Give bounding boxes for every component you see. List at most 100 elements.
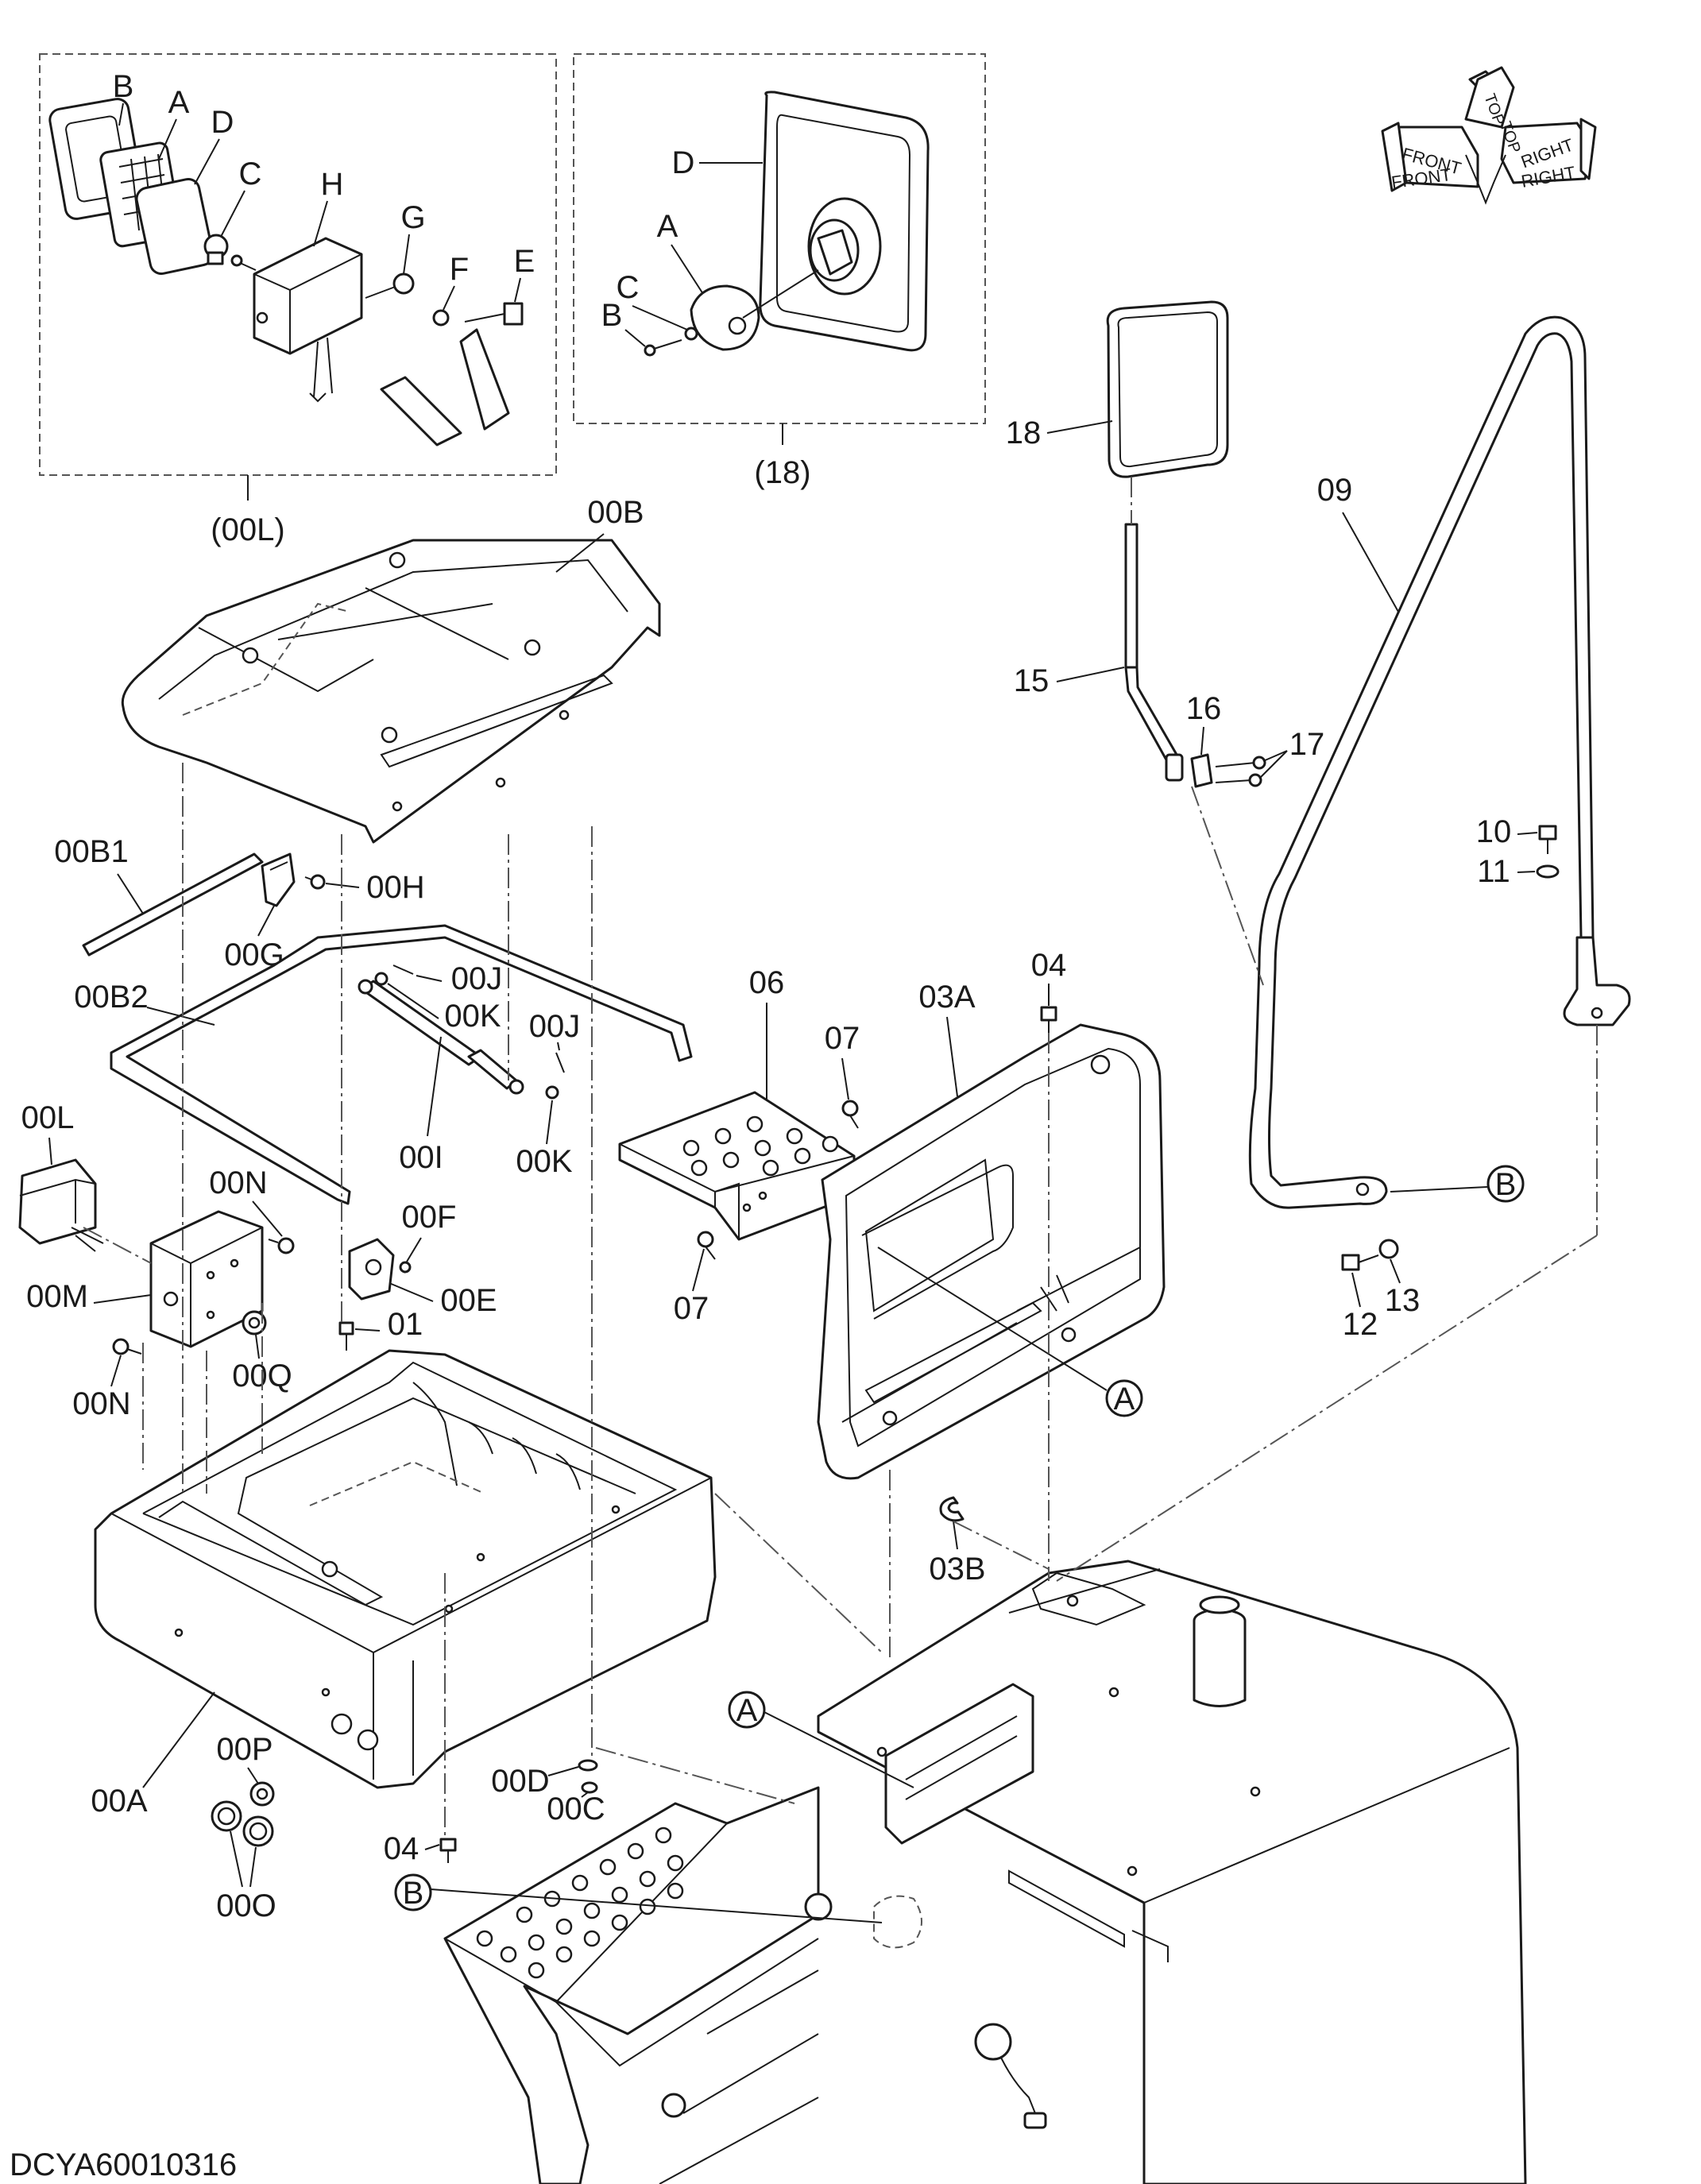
mirror-mount-cup <box>690 269 819 351</box>
callout-00i: 00I <box>399 1140 443 1175</box>
callout-01: 01 <box>388 1307 423 1342</box>
callout-15: 15 <box>1014 663 1050 698</box>
mirror-frame <box>759 91 930 352</box>
handrail-lower-washer <box>1378 1239 1399 1259</box>
lamp-housing <box>230 237 363 403</box>
bolt-07-upper <box>841 1100 859 1129</box>
drawing-code: DCYA60010316 <box>10 2147 237 2182</box>
ref-circle-b-step <box>394 1873 432 1911</box>
inset-lamp-caption: (00L) <box>211 512 284 547</box>
lamp-washer <box>432 309 450 327</box>
cover-00b <box>121 539 661 844</box>
callout-04-upper: 04 <box>1031 948 1067 983</box>
bolt-04-lower <box>439 1838 457 1863</box>
label-mirror-b: B <box>601 298 623 333</box>
label-mirror-c: C <box>617 270 640 305</box>
bolt-00n-upper <box>268 1237 295 1254</box>
callout-03a: 03A <box>918 980 975 1015</box>
mirror-washer <box>684 327 698 341</box>
direction-indicator: FRONT FRONT TOP TOP RIGHT RIGHT <box>1381 66 1597 205</box>
callout-00k-lower: 00K <box>516 1144 572 1179</box>
callout-00h: 00H <box>366 870 424 905</box>
bracket-box-00m <box>149 1210 264 1348</box>
callout-07-upper: 07 <box>825 1021 860 1056</box>
ref-label-b-handrail: B <box>1495 1167 1517 1202</box>
washer-00d <box>578 1759 598 1772</box>
callout-12: 12 <box>1343 1307 1378 1342</box>
clip-00k-upper <box>374 972 389 986</box>
latch-00g <box>261 852 296 907</box>
gas-spring-00i <box>358 979 524 1095</box>
callout-00p: 00P <box>216 1732 273 1767</box>
fuel-tank <box>817 1560 1527 2184</box>
bolt-04-upper <box>1040 1006 1057 1034</box>
lamp-bolt <box>365 273 415 299</box>
callout-13: 13 <box>1385 1283 1421 1318</box>
seat-stand-00a <box>94 1349 717 1789</box>
alignment-lines <box>83 763 1598 1835</box>
step-frame <box>443 1786 922 2184</box>
plug-00p <box>249 1781 275 1807</box>
callout-10: 10 <box>1476 814 1512 849</box>
ref-label-b-step: B <box>403 1876 424 1911</box>
label-lamp-g: G <box>400 200 425 235</box>
clip-03b <box>939 1496 965 1522</box>
ref-label-a-tank: A <box>736 1693 758 1728</box>
callout-00b: 00B <box>587 495 644 530</box>
direction-top: TOP <box>1496 119 1524 156</box>
callout-00b2: 00B2 <box>74 980 148 1015</box>
callout-00b1: 00B1 <box>54 834 128 869</box>
callout-11: 11 <box>1477 854 1510 889</box>
bolt-07-lower <box>697 1231 716 1260</box>
mirror-glass <box>1106 300 1229 478</box>
callout-00a: 00A <box>91 1784 147 1819</box>
callout-00m: 00M <box>26 1279 88 1314</box>
pin-00j-lower <box>555 1052 565 1073</box>
callout-09: 09 <box>1317 473 1353 508</box>
lamp-bulb <box>203 234 229 265</box>
ref-circle-a-tank <box>728 1691 766 1729</box>
tray-06 <box>618 1091 856 1241</box>
callout-16: 16 <box>1186 691 1222 726</box>
label-lamp-f: F <box>450 252 469 287</box>
label-lamp-b: B <box>113 69 134 104</box>
callout-00j-upper: 00J <box>451 961 503 996</box>
mirror-clamp <box>1190 753 1266 788</box>
label-lamp-e: E <box>514 244 535 279</box>
work-lamp-00l <box>18 1158 104 1252</box>
handrail-bolt <box>1538 825 1557 854</box>
callout-00n-lower: 00N <box>72 1386 130 1421</box>
callout-00f: 00F <box>402 1200 457 1235</box>
inset-mirror-caption: (18) <box>754 455 810 490</box>
handrail <box>1248 315 1631 1209</box>
grommet-00o <box>211 1800 274 1847</box>
handrail-washer <box>1536 864 1560 879</box>
callout-00c: 00C <box>547 1792 605 1826</box>
callout-00n-upper: 00N <box>209 1165 267 1200</box>
callout-00e: 00E <box>440 1283 497 1318</box>
mirror-screw <box>644 339 682 357</box>
callout-03b: 03B <box>929 1552 985 1587</box>
side-panel-03a <box>817 1023 1166 1480</box>
nut-00c <box>581 1781 598 1794</box>
label-mirror-d: D <box>672 145 695 180</box>
label-lamp-d: D <box>211 105 234 140</box>
seal-strip-00b1 <box>82 852 264 957</box>
label-lamp-a: A <box>168 85 190 120</box>
callout-18: 18 <box>1006 416 1042 450</box>
ref-circle-b-handrail <box>1486 1165 1525 1203</box>
ref-circle-a-panel <box>1105 1379 1143 1417</box>
seal-frame-00b2 <box>110 924 693 1205</box>
lamp-gasket <box>135 177 215 276</box>
bolt-01 <box>338 1321 354 1351</box>
inset-mirror: (18) D A C B <box>573 53 986 490</box>
mirror-stay <box>1124 477 1184 782</box>
lamp-bracket <box>380 328 510 446</box>
inset-work-lamp: (00L) <box>39 53 557 547</box>
callout-07-lower: 07 <box>674 1291 709 1326</box>
bolt-00n-lower <box>112 1338 142 1355</box>
callout-00o: 00O <box>216 1888 276 1923</box>
callout-00l: 00L <box>21 1100 75 1135</box>
latch-00e <box>348 1238 412 1301</box>
